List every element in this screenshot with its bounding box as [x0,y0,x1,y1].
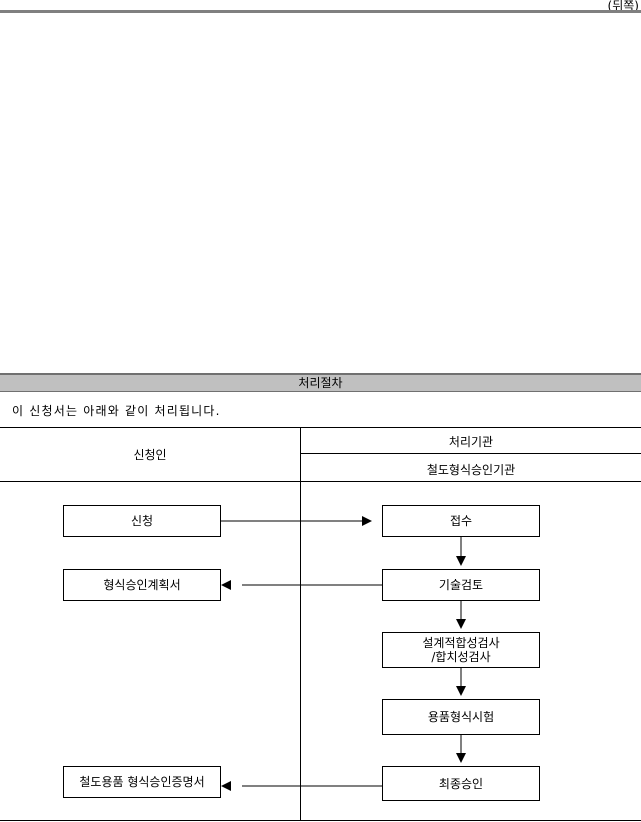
apply-step-box: 신청 [63,505,221,537]
top-divider [0,10,641,13]
header-divider [0,481,641,482]
arrowhead-down-2 [456,619,466,629]
processing-org-name: 철도형식승인기관 [426,463,516,477]
plan-step-box: 형식승인계획서 [63,569,221,601]
processing-org-header: 처리기관 [448,435,494,449]
tech-review-step-box: 기술검토 [382,569,540,601]
column-divider [300,427,301,821]
procedure-title: 처리절차 [0,373,641,392]
back-side-label: (뒤쪽) [607,0,639,13]
applicant-column-header: 신청인 [133,448,167,462]
procedure-table [0,427,641,821]
intro-text: 이 신청서는 아래와 같이 처리됩니다. [12,404,221,418]
arrowhead-left-certificate [221,781,231,791]
design-inspection-step-box: 설계적합성검사 /합치성검사 [382,632,540,668]
org-header-divider [300,453,641,454]
final-approval-step-box: 최종승인 [382,766,540,801]
arrowhead-down-4 [456,753,466,763]
arrowhead-down-1 [456,556,466,566]
arrowhead-right-receipt [362,516,372,526]
type-test-step-box: 용품형식시험 [382,699,540,735]
arrowhead-down-3 [456,686,466,696]
receipt-step-box: 접수 [382,505,540,537]
certificate-step-box: 철도용품 형식승인증명서 [63,766,221,798]
arrowhead-left-plan [221,580,231,590]
